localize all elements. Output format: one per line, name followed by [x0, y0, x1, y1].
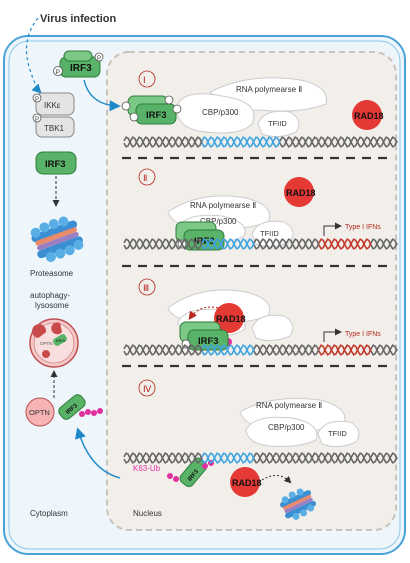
k63-ub-label: K63-Ub — [133, 464, 161, 473]
svg-text:IRF3: IRF3 — [198, 336, 219, 347]
svg-text:TFIID: TFIID — [260, 229, 279, 238]
svg-text:RAD18: RAD18 — [232, 478, 262, 488]
irf3-phospho-top: IRF3 P P — [53, 50, 104, 78]
nuclear-proteasome-icon — [280, 488, 317, 520]
svg-text:CBP/p300: CBP/p300 — [268, 423, 305, 432]
svg-text:RAD18: RAD18 — [354, 111, 384, 121]
lysosome-label: lysosome — [35, 301, 69, 310]
svg-text:IKKε: IKKε — [44, 101, 61, 110]
svg-text:IRF3: IRF3 — [194, 236, 215, 247]
svg-text:OPTN: OPTN — [29, 408, 50, 417]
svg-text:RNA polymearse Ⅱ: RNA polymearse Ⅱ — [236, 85, 302, 94]
svg-text:P: P — [35, 97, 39, 103]
svg-text:CBP/p300: CBP/p300 — [202, 108, 239, 117]
svg-text:Ⅳ: Ⅳ — [143, 384, 152, 394]
panel-1: Ⅰ RNA polymearse Ⅱ CBP/p300 TFIID RAD18 … — [121, 70, 384, 138]
panel-2: Ⅱ RAD18 RNA polymearse Ⅱ CBP/p300 TFIID … — [138, 168, 381, 251]
svg-text:IRF3: IRF3 — [56, 338, 65, 343]
svg-text:Type I IFNs: Type I IFNs — [345, 331, 381, 338]
svg-text:CBP/p300: CBP/p300 — [200, 217, 237, 226]
optn-irf3-complex: OPTN IRF3 — [25, 394, 103, 427]
nucleus-label: Nucleus — [133, 509, 162, 518]
svg-text:Ⅱ: Ⅱ — [143, 173, 147, 183]
svg-text:TFIID: TFIID — [328, 429, 347, 438]
svg-text:RNA polymearse Ⅱ: RNA polymearse Ⅱ — [190, 201, 256, 210]
virus-infection-label: Virus infection — [40, 13, 116, 25]
svg-text:IRF3: IRF3 — [146, 110, 167, 121]
panel-separators — [122, 156, 390, 368]
irf3-free: IRF3 — [35, 151, 77, 175]
svg-text:P: P — [35, 117, 39, 123]
ikk-tbk1-complex: IKKε P TBK1 P — [32, 92, 75, 138]
svg-text:P: P — [56, 69, 60, 76]
autophagy-label: autophagy- — [30, 291, 70, 300]
svg-text:OPTN: OPTN — [40, 341, 53, 346]
svg-text:IRF3: IRF3 — [70, 63, 92, 74]
dna-helix-2 — [123, 238, 398, 250]
svg-text:TFIID: TFIID — [268, 119, 287, 128]
svg-text:RAD18: RAD18 — [216, 314, 246, 324]
proteasome-label: Proteasome — [30, 269, 74, 278]
svg-text:RAD18: RAD18 — [286, 188, 316, 198]
cytoplasm-label: Cytoplasm — [30, 509, 68, 518]
autophagolysosome-icon: OPTN IRF3 — [29, 318, 79, 368]
svg-text:P: P — [97, 56, 101, 62]
dna-helix-1 — [123, 136, 398, 148]
irf3-dimer-panel-1: IRF3 — [121, 95, 182, 125]
proteasome-icon — [30, 216, 84, 263]
svg-text:Ⅲ: Ⅲ — [143, 283, 149, 293]
svg-text:IRF3: IRF3 — [45, 159, 66, 170]
dna-helix-3 — [123, 344, 398, 356]
irf3-export-arrow — [75, 427, 121, 479]
svg-text:TBK1: TBK1 — [44, 124, 65, 133]
irf3-import-arrow — [83, 79, 121, 112]
virus-entry-arrow — [25, 17, 42, 94]
svg-text:RNA polymearse Ⅱ: RNA polymearse Ⅱ — [256, 401, 322, 410]
dna-helix-4 — [123, 452, 398, 464]
svg-text:Ⅰ: Ⅰ — [143, 75, 146, 85]
svg-text:Type I IFNs: Type I IFNs — [345, 224, 381, 231]
panel-4: Ⅳ RNA polymearse Ⅱ CBP/p300 TFIID RAD18 … — [133, 379, 360, 520]
